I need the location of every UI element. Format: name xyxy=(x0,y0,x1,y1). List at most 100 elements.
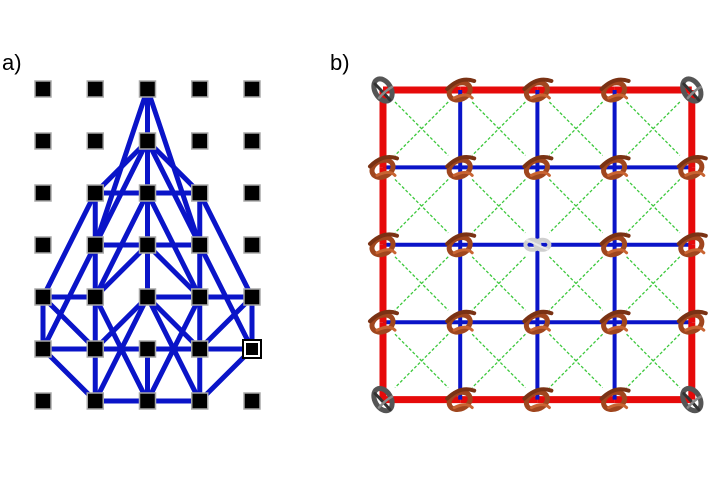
knot-icon xyxy=(445,77,477,103)
graph-node xyxy=(34,80,52,98)
diagonal-link xyxy=(548,256,604,311)
knot-strand xyxy=(676,309,708,324)
knot-strand xyxy=(452,325,474,332)
knot-strand xyxy=(607,248,629,255)
knot-strand xyxy=(445,309,477,324)
graph-node xyxy=(191,340,209,358)
panel-b-lattice xyxy=(368,76,708,414)
knot-strand xyxy=(529,403,551,410)
knot-strand xyxy=(377,85,394,100)
graph-node xyxy=(191,392,209,410)
knot-strand xyxy=(375,170,397,177)
knot-strand xyxy=(522,387,554,401)
graph-node xyxy=(243,132,261,150)
knot-strand xyxy=(684,248,706,255)
graph-node xyxy=(191,288,209,306)
graph-node xyxy=(138,340,157,358)
knot-icon xyxy=(445,309,477,335)
knot-strand xyxy=(607,403,629,410)
knot-icon xyxy=(445,387,477,413)
knot-strand xyxy=(445,155,477,169)
knot-strand xyxy=(452,403,474,410)
graph-node xyxy=(243,288,261,306)
knot-strand xyxy=(445,77,477,91)
diagonal-link xyxy=(548,333,604,389)
diagonal-link xyxy=(626,256,681,311)
knot-icon xyxy=(676,232,708,258)
knot-strand xyxy=(368,155,399,169)
graph-node xyxy=(138,132,157,150)
knot-strand xyxy=(445,232,477,246)
diagonal-link xyxy=(548,178,604,234)
knot-strand xyxy=(452,170,474,177)
knot-strand xyxy=(522,77,554,91)
diagonal-link xyxy=(626,101,681,156)
knot-strand xyxy=(368,309,399,324)
knot-strand xyxy=(599,77,631,91)
graph-node xyxy=(34,184,52,202)
knot-strand xyxy=(676,155,708,169)
knot-strand xyxy=(373,392,392,412)
knot-icon xyxy=(368,232,399,258)
graph-node xyxy=(243,184,261,202)
knot-icon xyxy=(368,155,399,180)
diagonal-link xyxy=(394,333,449,389)
graph-node xyxy=(138,288,157,306)
graph-node xyxy=(191,80,209,98)
knot-strand xyxy=(682,392,701,412)
knot-icon xyxy=(676,309,708,335)
graph-node xyxy=(243,80,261,98)
graph-node xyxy=(86,80,104,98)
diagonal-link xyxy=(548,101,604,156)
knot-strand xyxy=(684,170,706,177)
diagonal-link xyxy=(471,256,526,311)
knot-icon xyxy=(368,309,399,335)
knot-icon xyxy=(445,155,477,180)
panel-a-graph xyxy=(34,80,262,410)
graph-node xyxy=(138,80,157,98)
knot-strand xyxy=(607,93,629,100)
knot-icon xyxy=(445,232,477,258)
graph-node xyxy=(34,132,52,150)
knot-icon xyxy=(522,387,554,413)
knot-strand xyxy=(529,93,551,100)
panel-a-label: a) xyxy=(2,50,22,75)
knot-strand xyxy=(599,232,631,246)
knot-strand xyxy=(373,82,392,102)
knot-icon xyxy=(522,155,554,180)
knot-strand xyxy=(529,325,551,332)
corner-knot-icon xyxy=(680,385,704,414)
graph-node xyxy=(86,340,104,358)
diagonal-link xyxy=(626,178,681,234)
graph-node xyxy=(138,392,157,410)
knot-strand xyxy=(529,170,551,177)
center-knot-icon xyxy=(523,237,552,252)
knot-icon xyxy=(676,155,708,180)
graph-node xyxy=(34,236,52,254)
graph-edge xyxy=(40,190,98,300)
graph-node xyxy=(86,184,104,202)
diagonal-link xyxy=(394,178,449,234)
knot-strand xyxy=(522,309,554,324)
knot-icon xyxy=(522,77,554,103)
graph-node xyxy=(34,288,52,306)
knot-icon xyxy=(599,309,631,335)
graph-node xyxy=(138,184,157,202)
corner-knot-icon xyxy=(371,385,395,414)
knot-strand xyxy=(445,387,477,401)
knot-icon xyxy=(599,232,631,258)
graph-node-core xyxy=(246,343,258,355)
knot-strand xyxy=(676,232,708,246)
corner-knot-icon xyxy=(371,76,395,104)
knot-strand xyxy=(607,325,629,332)
diagonal-link xyxy=(471,333,526,389)
knot-icon xyxy=(599,77,631,103)
knot-strand xyxy=(525,238,549,251)
corner-knot-icon xyxy=(680,76,704,104)
knot-strand xyxy=(686,85,703,100)
knot-icon xyxy=(599,387,631,413)
diagonal-link xyxy=(471,101,526,156)
graph-node xyxy=(86,236,104,254)
diagonal-link xyxy=(394,101,449,156)
